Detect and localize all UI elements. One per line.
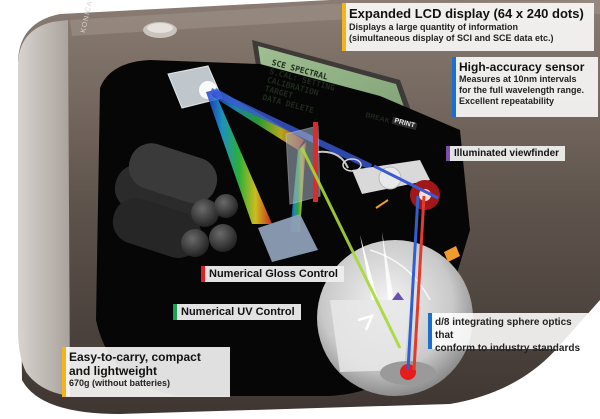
tag-viewfinder-label: Illuminated viewfinder bbox=[454, 148, 560, 159]
tag-uv-label: Numerical UV Control bbox=[181, 306, 295, 318]
callout-lcd-desc-2: (simultaneous display of SCI and SCE dat… bbox=[349, 33, 554, 43]
callout-portable-line-3: 670g (without batteries) bbox=[69, 378, 171, 388]
callout-sphere-accent bbox=[428, 313, 432, 349]
callout-lcd-desc-1: Displays a large quantity of information bbox=[349, 22, 519, 32]
callout-portable-accent bbox=[62, 347, 66, 397]
callout-sensor-desc-3: Excellent repeatability bbox=[459, 96, 555, 106]
battery-pack bbox=[112, 143, 238, 259]
tag-illuminated-viewfinder: Illuminated viewfinder bbox=[446, 146, 566, 161]
callout-sphere-line-1: d/8 integrating sphere optics that bbox=[435, 317, 572, 341]
tag-viewfinder-accent bbox=[446, 146, 450, 161]
integrating-sphere bbox=[317, 232, 473, 396]
callout-sensor-title: High-accuracy sensor bbox=[459, 60, 585, 74]
callout-sensor: High-accuracy sensor Measures at 10nm in… bbox=[452, 57, 598, 117]
callout-sensor-desc-1: Measures at 10nm intervals bbox=[459, 74, 577, 84]
callout-lcd-accent bbox=[342, 3, 346, 51]
callout-sensor-accent bbox=[452, 57, 456, 117]
callout-portable-line-1: Easy-to-carry, compact bbox=[69, 350, 201, 364]
callout-sphere-line-2: conform to industry standards bbox=[435, 343, 581, 354]
callout-lcd-display: Expanded LCD display (64 x 240 dots) Dis… bbox=[342, 3, 594, 51]
callout-portable: Easy-to-carry, compact and lightweight 6… bbox=[62, 347, 230, 397]
callout-sensor-desc-2: for the full wavelength range. bbox=[459, 85, 585, 95]
tag-numerical-uv-control: Numerical UV Control bbox=[173, 304, 301, 320]
tag-gloss-accent bbox=[201, 266, 205, 282]
tag-gloss-label: Numerical Gloss Control bbox=[209, 268, 338, 280]
callout-portable-line-2: and lightweight bbox=[69, 364, 157, 378]
tag-uv-accent bbox=[173, 304, 177, 320]
callout-integrating-sphere: d/8 integrating sphere optics that confo… bbox=[428, 313, 596, 354]
callout-lcd-title: Expanded LCD display (64 x 240 dots) bbox=[349, 6, 584, 21]
tag-numerical-gloss-control: Numerical Gloss Control bbox=[201, 266, 344, 282]
